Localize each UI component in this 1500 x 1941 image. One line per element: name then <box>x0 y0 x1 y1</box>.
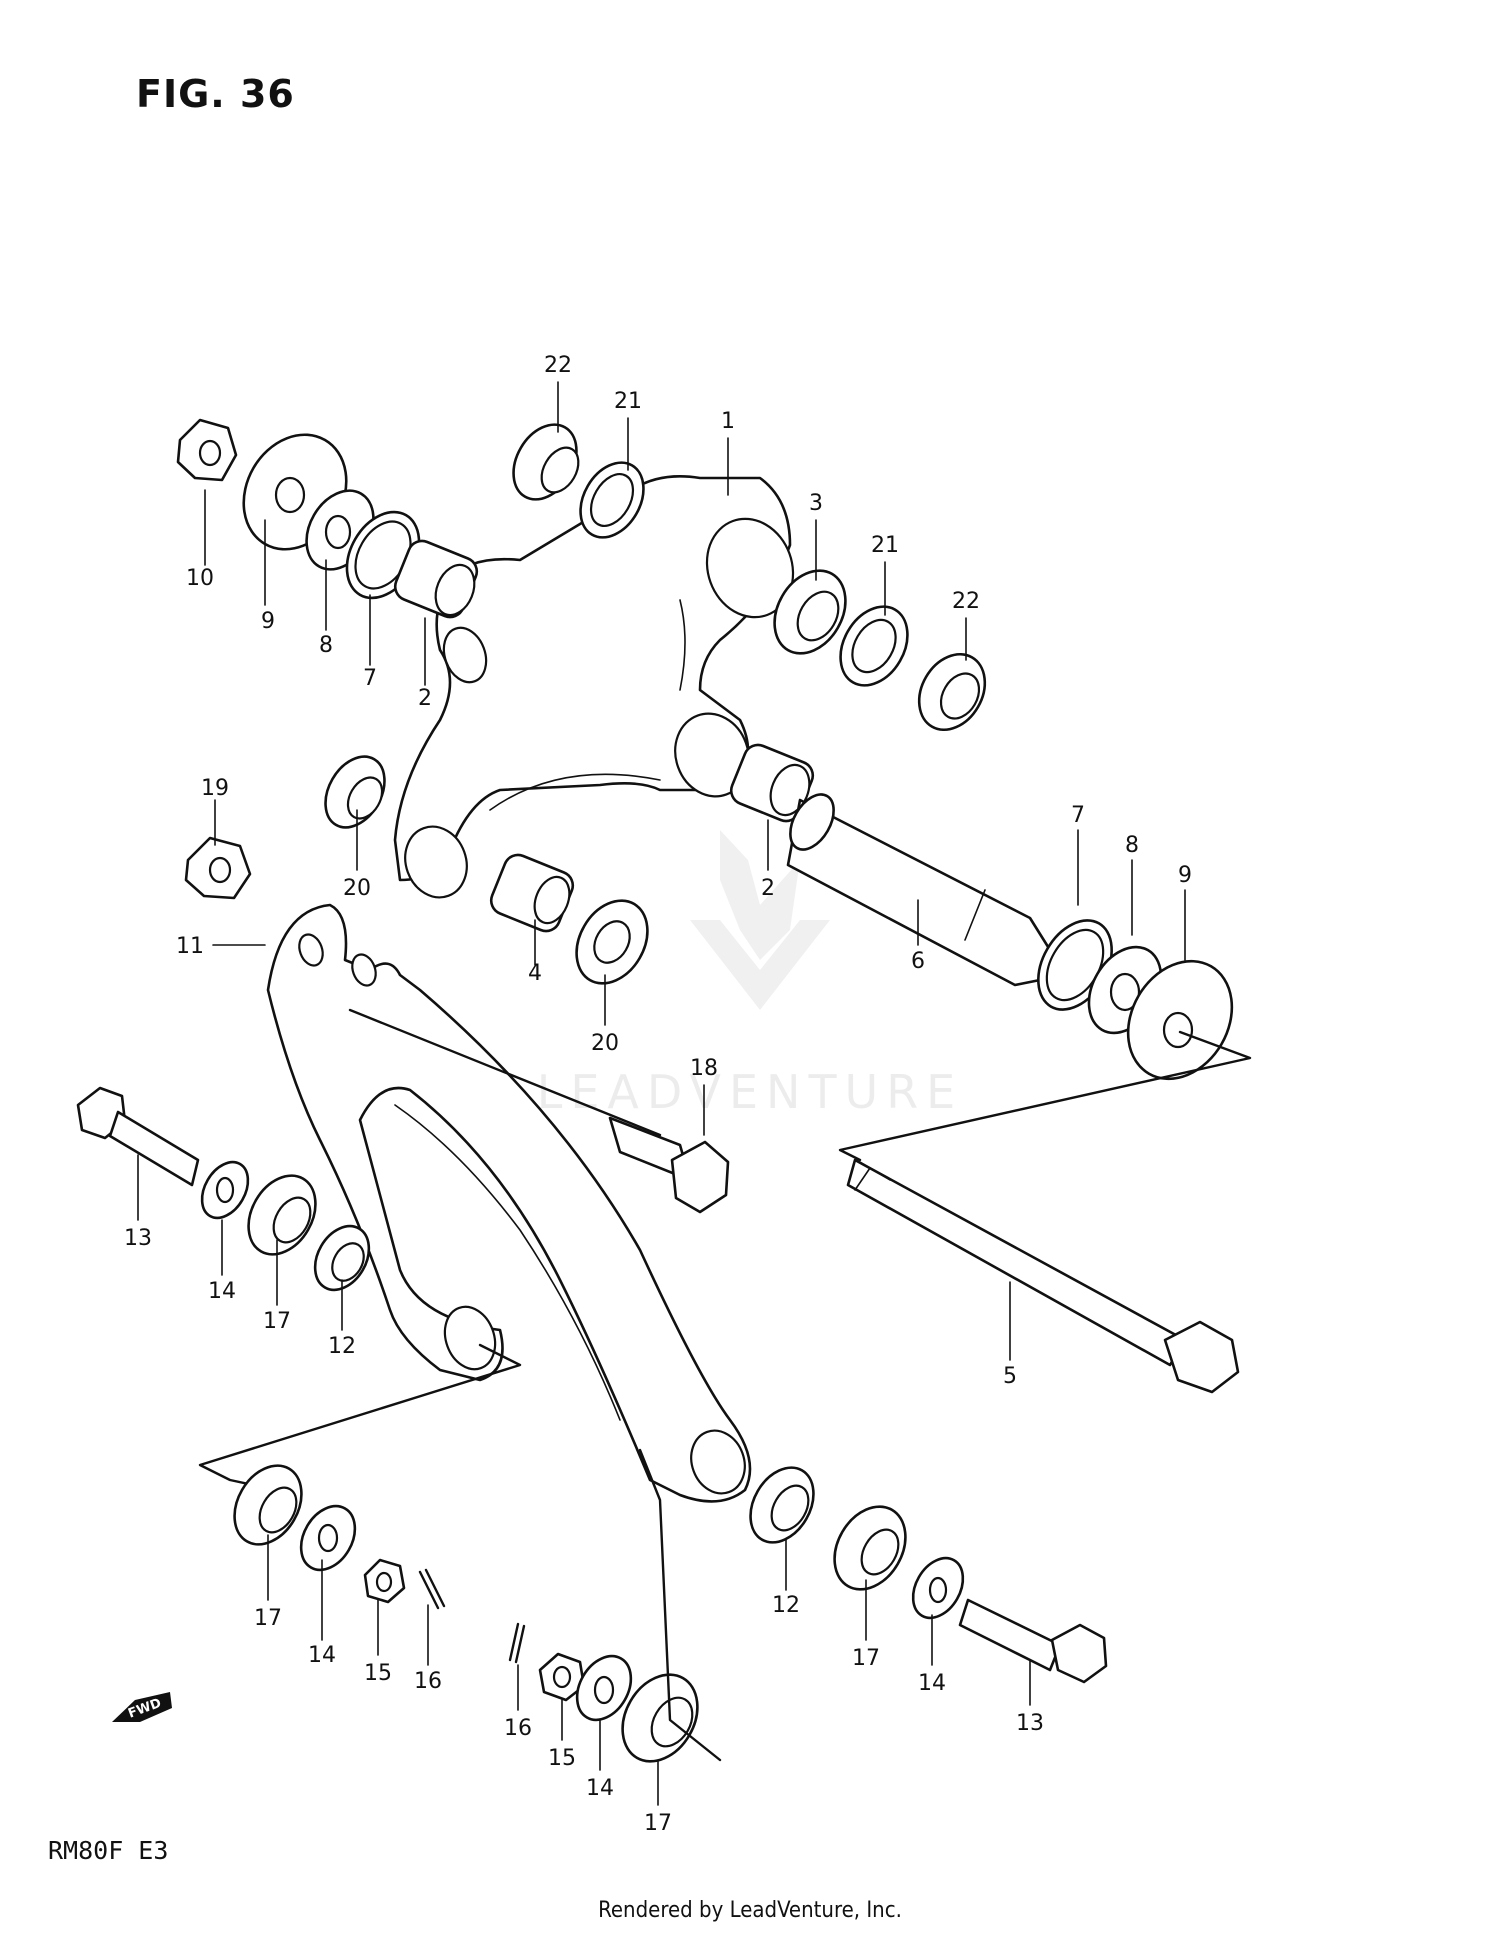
callout-21: 21 <box>614 389 642 414</box>
washer-14-left <box>200 1160 250 1220</box>
cushion-rod <box>266 903 752 1503</box>
washer-14-right <box>911 1556 965 1620</box>
cover-9-right <box>1126 959 1234 1081</box>
callout-11: 11 <box>176 934 204 959</box>
cushion-lever <box>393 475 795 899</box>
callout-7: 7 <box>363 666 377 691</box>
collar-12-right <box>749 1466 815 1544</box>
spacer-22-top <box>512 423 580 501</box>
spacer-17-left <box>247 1174 317 1256</box>
callout-14: 14 <box>308 1643 336 1668</box>
spacer-20-lower <box>575 899 649 985</box>
callout-15: 15 <box>364 1661 392 1686</box>
footer-credit: Rendered by LeadVenture, Inc. <box>598 1898 902 1923</box>
spacer-17-bottom <box>621 1673 699 1763</box>
svg-text:LEADVENTURE: LEADVENTURE <box>537 1065 964 1119</box>
callout-15: 15 <box>548 1746 576 1771</box>
callout-22: 22 <box>544 353 572 378</box>
callout-16: 16 <box>414 1669 442 1694</box>
collar-4 <box>489 853 575 933</box>
flange-nut-19 <box>184 836 252 900</box>
cotter-pin-16-bottom <box>508 1622 526 1664</box>
collar-12-left <box>313 1224 371 1292</box>
callout-5: 5 <box>1003 1364 1017 1389</box>
callout-16: 16 <box>504 1716 532 1741</box>
callout-8: 8 <box>319 633 333 658</box>
callout-20: 20 <box>343 876 371 901</box>
dust-seal-21-top <box>579 461 645 539</box>
callout-6: 6 <box>911 949 925 974</box>
callout-7: 7 <box>1071 803 1085 828</box>
figure-title: FIG. 36 <box>136 72 295 116</box>
flange-nut-10 <box>176 418 238 482</box>
callout-19: 19 <box>201 776 229 801</box>
cotter-pin-16-left <box>418 1568 446 1610</box>
spacer-22-right <box>917 652 987 732</box>
callout-4: 4 <box>528 961 542 986</box>
callout-17: 17 <box>852 1646 880 1671</box>
callout-14: 14 <box>208 1279 236 1304</box>
callout-18: 18 <box>690 1056 718 1081</box>
callout-17: 17 <box>644 1811 672 1836</box>
castle-nut-15-left <box>363 1558 406 1604</box>
callout-20: 20 <box>591 1031 619 1056</box>
callout-17: 17 <box>254 1606 282 1631</box>
washer-14-bottom-left <box>299 1504 357 1572</box>
bush-3 <box>773 569 847 655</box>
callout-2: 2 <box>418 686 432 711</box>
callout-12: 12 <box>772 1593 800 1618</box>
bolt-13-left <box>76 1086 200 1187</box>
callout-2: 2 <box>761 876 775 901</box>
callout-12: 12 <box>328 1334 356 1359</box>
leader-lines <box>137 381 1186 1806</box>
callout-3: 3 <box>809 491 823 516</box>
callout-21: 21 <box>871 533 899 558</box>
callout-9: 9 <box>1178 863 1192 888</box>
bolt-18 <box>348 1008 730 1214</box>
callout-14: 14 <box>586 1776 614 1801</box>
leadventure-watermark: LEADVENTURE <box>537 830 964 1119</box>
spacer-17-bottom-left <box>233 1464 303 1546</box>
callout-1: 1 <box>721 409 735 434</box>
bolt-13-right <box>958 1598 1108 1684</box>
callout-labels: 10 9 8 7 2 22 21 1 3 21 22 19 20 2 4 20 … <box>124 353 1192 1836</box>
callout-8: 8 <box>1125 833 1139 858</box>
callout-13: 13 <box>1016 1711 1044 1736</box>
needle-bearing-2-upper <box>393 539 479 619</box>
bolt-5 <box>846 1158 1240 1394</box>
callout-9: 9 <box>261 609 275 634</box>
callout-14: 14 <box>918 1671 946 1696</box>
spacer-17-right <box>833 1505 907 1591</box>
forward-direction-badge: FWD <box>112 1692 172 1722</box>
dust-seal-21-right <box>839 605 909 687</box>
washer-14-bottom <box>575 1654 633 1722</box>
callout-10: 10 <box>186 566 214 591</box>
callout-22: 22 <box>952 589 980 614</box>
spacer-20-left <box>324 755 386 829</box>
model-code: RM80F E3 <box>48 1836 169 1865</box>
callout-17: 17 <box>263 1309 291 1334</box>
callout-13: 13 <box>124 1226 152 1251</box>
